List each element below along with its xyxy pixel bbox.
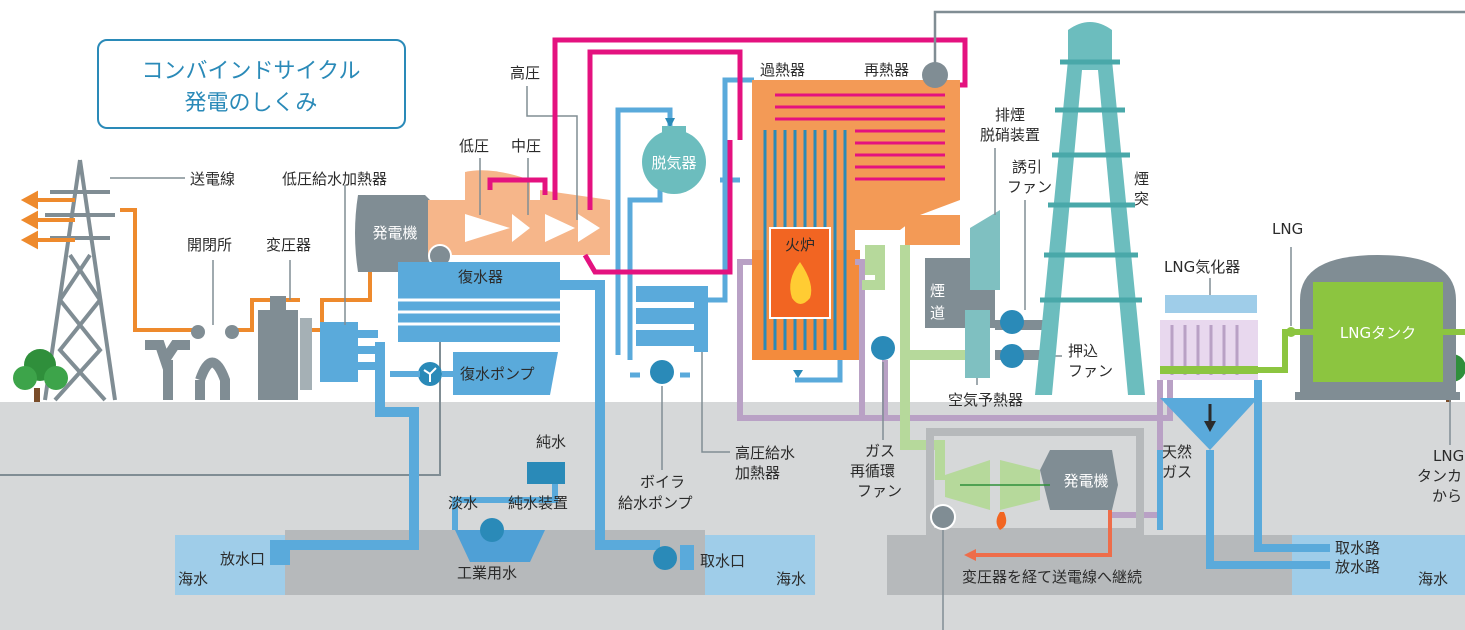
- denox-label-2: 脱硝装置: [980, 126, 1040, 144]
- lng-tank-label: LNGタンク: [1340, 324, 1416, 342]
- lng-tank: [1295, 255, 1460, 400]
- tree-left: [13, 349, 68, 402]
- electric-line: [120, 208, 372, 332]
- industrial-water-fan-icon: [480, 518, 504, 542]
- generator-label: 発電機: [372, 224, 417, 242]
- boiler-pump-label-2: 給水ポンプ: [618, 494, 693, 512]
- superheater-coils: [775, 93, 945, 181]
- gas-turbine: [945, 460, 1040, 510]
- to-transmission-label: 変圧器を経て送電線へ継続: [962, 568, 1142, 586]
- reheater-label: 再熱器: [864, 61, 909, 79]
- switchyard-label: 開閉所: [187, 236, 232, 254]
- lng-label: LNG: [1272, 220, 1303, 238]
- fd-fan-icon: [1000, 344, 1024, 368]
- furnace-label: 火炉: [785, 236, 815, 254]
- gt-electric-arrow: [975, 510, 1112, 557]
- title-line1: コンバインドサイクル: [142, 59, 361, 84]
- condensate-pump: [453, 352, 558, 395]
- industrial-water-label: 工業用水: [457, 564, 517, 582]
- pure-water-plant: [527, 462, 565, 484]
- gas-turbine-housing: [926, 428, 1144, 536]
- lng-pipe: [1258, 329, 1465, 373]
- fd-fan-label-2: ファン: [1068, 362, 1113, 380]
- lng-tanker-label-1: LNG: [1433, 447, 1464, 465]
- lng-tanker-label-3: から: [1432, 487, 1462, 505]
- intake-label: 取水口: [700, 552, 745, 570]
- fresh-water-label: 淡水: [448, 494, 478, 512]
- seawater-mid-label: 海水: [776, 570, 806, 588]
- pure-water-label: 純水: [536, 433, 566, 451]
- denox-label-1: 排煙: [995, 106, 1025, 124]
- intake-fan-icon: [653, 546, 677, 570]
- chimney-label-2: 突: [1134, 190, 1149, 208]
- id-fan-icon: [1000, 310, 1024, 334]
- right-water-channels: [1206, 380, 1330, 569]
- turbine: [428, 170, 610, 255]
- condensate-pump-label: 復水ポンプ: [460, 365, 535, 383]
- air-preheater: [965, 310, 990, 378]
- lng-tanker-label-2: タンカ: [1417, 467, 1462, 485]
- fd-fan-label-1: 押込: [1068, 342, 1098, 360]
- gt-flame-icon: [996, 512, 1007, 530]
- flue-label-1: 煙: [930, 282, 945, 300]
- denox-unit: [970, 210, 1000, 290]
- outlet-label: 放水口: [220, 550, 265, 568]
- intake-channel-label: 取水路: [1335, 539, 1380, 557]
- id-fan-label-2: ファン: [1007, 178, 1052, 196]
- transformer: [258, 296, 312, 400]
- title-line2: 発電のしくみ: [185, 91, 318, 116]
- boiler-pump-label-1: ボイラ: [640, 473, 685, 491]
- transmission-line-label: 送電線: [190, 170, 235, 188]
- electric-arrows: [20, 190, 75, 250]
- gas-fan-label-2: 再循環: [850, 462, 895, 480]
- deaerator: [642, 126, 706, 194]
- industrial-water-basin: [455, 530, 545, 562]
- seawater-right-label: 海水: [1418, 570, 1448, 588]
- lp-feedwater-heater-label: 低圧給水加熱器: [282, 170, 387, 188]
- generator2-label: 発電機: [1063, 472, 1108, 490]
- natural-gas-label-1: 天然: [1162, 443, 1192, 461]
- seawater-left-label: 海水: [178, 570, 208, 588]
- generator: [355, 195, 435, 272]
- hp-heater-label-1: 高圧給水: [735, 444, 795, 462]
- outlet-pipe: [270, 540, 290, 565]
- gas-recirc-fan-icon: [871, 336, 895, 360]
- pure-water-plant-label: 純水装置: [508, 494, 568, 512]
- lng-vaporizer: [1160, 295, 1258, 450]
- boiler-pump-fan-icon: [650, 360, 674, 384]
- lp-feedwater-heater: [320, 322, 378, 382]
- flue-label-2: 道: [930, 304, 945, 322]
- chimney: [1035, 22, 1145, 395]
- switchyard: [145, 340, 230, 400]
- superheater-label: 過熱器: [760, 61, 805, 79]
- deaerator-label: 脱気器: [651, 154, 696, 172]
- chimney-label-1: 煙: [1134, 170, 1149, 188]
- natural-gas-label-2: ガス: [1162, 463, 1192, 481]
- hp-feedwater-heater: [636, 286, 708, 352]
- title-box: [97, 39, 406, 129]
- low-pressure-label: 低圧: [459, 137, 489, 155]
- hp-heater-label-2: 加熱器: [735, 464, 780, 482]
- ground: [0, 402, 1465, 630]
- high-pressure-label: 高圧: [510, 64, 540, 82]
- gas-fan-label-3: ファン: [857, 482, 902, 500]
- mid-pressure-label: 中圧: [511, 137, 541, 155]
- condenser: [398, 262, 560, 342]
- id-fan-label-1: 誘引: [1012, 158, 1042, 176]
- outlet-channel-label: 放水路: [1335, 558, 1380, 576]
- air-ducts: [862, 245, 968, 480]
- lng-vaporizer-label: LNG気化器: [1164, 258, 1240, 276]
- connection-pipe-top: [933, 10, 1465, 75]
- air-preheater-label: 空気予熱器: [948, 391, 1023, 409]
- condenser-label: 復水器: [458, 268, 503, 286]
- gas-fan-label-1: ガス: [865, 442, 895, 460]
- flame-icon: [790, 262, 812, 304]
- transformer-label: 変圧器: [266, 236, 311, 254]
